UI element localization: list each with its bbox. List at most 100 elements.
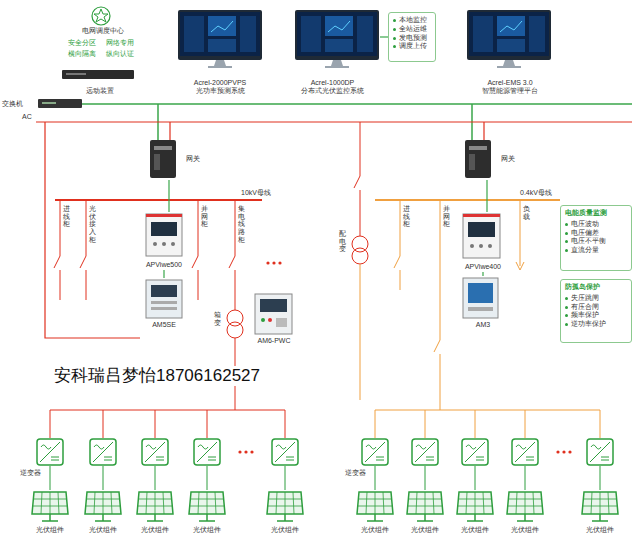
grid-icon <box>92 7 110 25</box>
cabinet-label: 光伏接入柜 <box>89 205 96 243</box>
node-label: APViwe500 <box>146 261 182 270</box>
device-panel <box>146 214 182 256</box>
network-connector <box>482 272 483 276</box>
gateway-device <box>465 140 491 178</box>
device-panel <box>463 214 500 258</box>
ellipsis-dots <box>244 450 247 453</box>
gateway-node: 网关 <box>463 138 515 180</box>
busbar-04kv <box>520 200 521 266</box>
monitor-node: Acrel-1000DP 分布式光伏监控系统 <box>285 8 380 96</box>
device-panel <box>151 222 177 236</box>
inverter-symbol <box>587 439 613 465</box>
node-label: AM6-PWC <box>257 337 290 346</box>
meter-node: APViwe400 <box>455 212 511 272</box>
busbar-10kv <box>227 322 243 338</box>
switch-node: 交换机 <box>2 96 84 112</box>
node-label: Acrel-2000PVPS 光功率预测系统 <box>184 79 256 97</box>
text-label: 10kV母线 <box>241 189 271 197</box>
ac-line <box>483 122 484 140</box>
pv-panel <box>32 492 68 521</box>
network-connector <box>486 180 487 212</box>
node-label: 远动装置 <box>86 87 114 96</box>
ac-line-right <box>352 236 368 252</box>
node-label: AM5SE <box>152 321 176 330</box>
node-label: Acrel-EMS 3.0 智慧能源管理平台 <box>474 79 546 97</box>
grid-icon <box>92 7 110 25</box>
text-label: 纵向认证 <box>106 50 134 58</box>
busbar-10kv <box>50 338 285 410</box>
ac-line <box>36 121 632 122</box>
node-label: APViwe400 <box>465 263 501 272</box>
list-item: 频率保护 <box>565 311 599 320</box>
device-panel <box>153 242 157 246</box>
busbar-10kv <box>50 410 285 438</box>
inverter-symbol <box>37 439 613 465</box>
feature-box: 本地监控全站运维发电预测调度上传 <box>388 12 436 62</box>
text-label: 0.4kV母线 <box>520 189 552 197</box>
list-item: 直流分量 <box>565 246 599 255</box>
ellipsis-dots <box>250 450 253 453</box>
cabinet-label: 并网柜 <box>201 205 208 228</box>
inverter-symbol <box>272 439 298 465</box>
remote-device <box>62 70 134 79</box>
pv-panel <box>582 492 618 521</box>
text-label: 光伏组件 <box>361 526 389 534</box>
busbar-10kv <box>227 310 243 326</box>
busbar-04kv <box>375 199 560 201</box>
meter-node: AM3 <box>455 276 511 330</box>
node-label: AM3 <box>476 321 490 330</box>
gateway-node: 网关 <box>148 138 200 180</box>
device-panel <box>146 280 182 318</box>
network-connector <box>380 36 388 37</box>
list-item: 逆功率保护 <box>565 320 606 329</box>
pv-panel <box>85 492 121 521</box>
monitor <box>178 10 551 68</box>
list-item: 发电预测 <box>393 34 427 43</box>
grid-icon <box>94 9 108 22</box>
inverter-symbol <box>462 439 488 465</box>
node-label: 电网调度中心 <box>82 27 124 36</box>
device-panel <box>463 214 500 217</box>
list-item: 失压跳闸 <box>565 294 599 303</box>
inverter-symbol <box>362 439 388 465</box>
gateway-device <box>150 140 491 178</box>
cabinet-label: 箱变 <box>214 311 221 326</box>
gateway-device <box>154 146 172 150</box>
text-label: 光伏组件 <box>36 526 64 534</box>
node-label: 电能质量监测 <box>565 209 607 218</box>
ellipsis-dots <box>238 450 571 453</box>
text-label: 光伏组件 <box>193 526 221 534</box>
cabinet-label: 配电变 <box>339 230 346 253</box>
busbar-10kv <box>229 200 235 310</box>
cabinet-label: 进线柜 <box>403 205 410 228</box>
device-panel <box>468 283 493 303</box>
list-item: 电压波动 <box>565 220 599 229</box>
device-panel <box>151 301 177 304</box>
inverter-symbol <box>412 439 438 465</box>
remote-device <box>62 70 134 79</box>
meter-node: AM5SE <box>138 278 190 330</box>
ac-line-right <box>352 248 368 264</box>
device-panel <box>146 214 182 217</box>
list-item: 调度上传 <box>393 42 427 51</box>
gateway-device <box>469 154 475 170</box>
feature-box: 防孤岛保护失压跳闸有压合闸频率保护逆功率保护 <box>560 279 632 343</box>
pv-panel <box>189 492 225 521</box>
device-panel <box>479 244 483 248</box>
device-panel <box>470 244 474 248</box>
cabinet-label: 集电线路柜 <box>238 205 245 243</box>
text-label: 光伏组件 <box>271 526 299 534</box>
device-panel <box>146 214 500 334</box>
list-item: 电压偏差 <box>565 229 599 238</box>
pv-panel <box>457 492 493 521</box>
node-label: 网关 <box>186 155 200 164</box>
monitor-node: Acrel-2000PVPS 光功率预测系统 <box>165 8 275 96</box>
device-panel <box>261 318 265 322</box>
device-panel <box>151 285 177 297</box>
device-panel <box>260 299 287 312</box>
switch-device <box>38 99 82 108</box>
device-panel <box>488 244 492 248</box>
ac-line-right <box>354 122 360 236</box>
busbar-10kv <box>50 200 285 438</box>
